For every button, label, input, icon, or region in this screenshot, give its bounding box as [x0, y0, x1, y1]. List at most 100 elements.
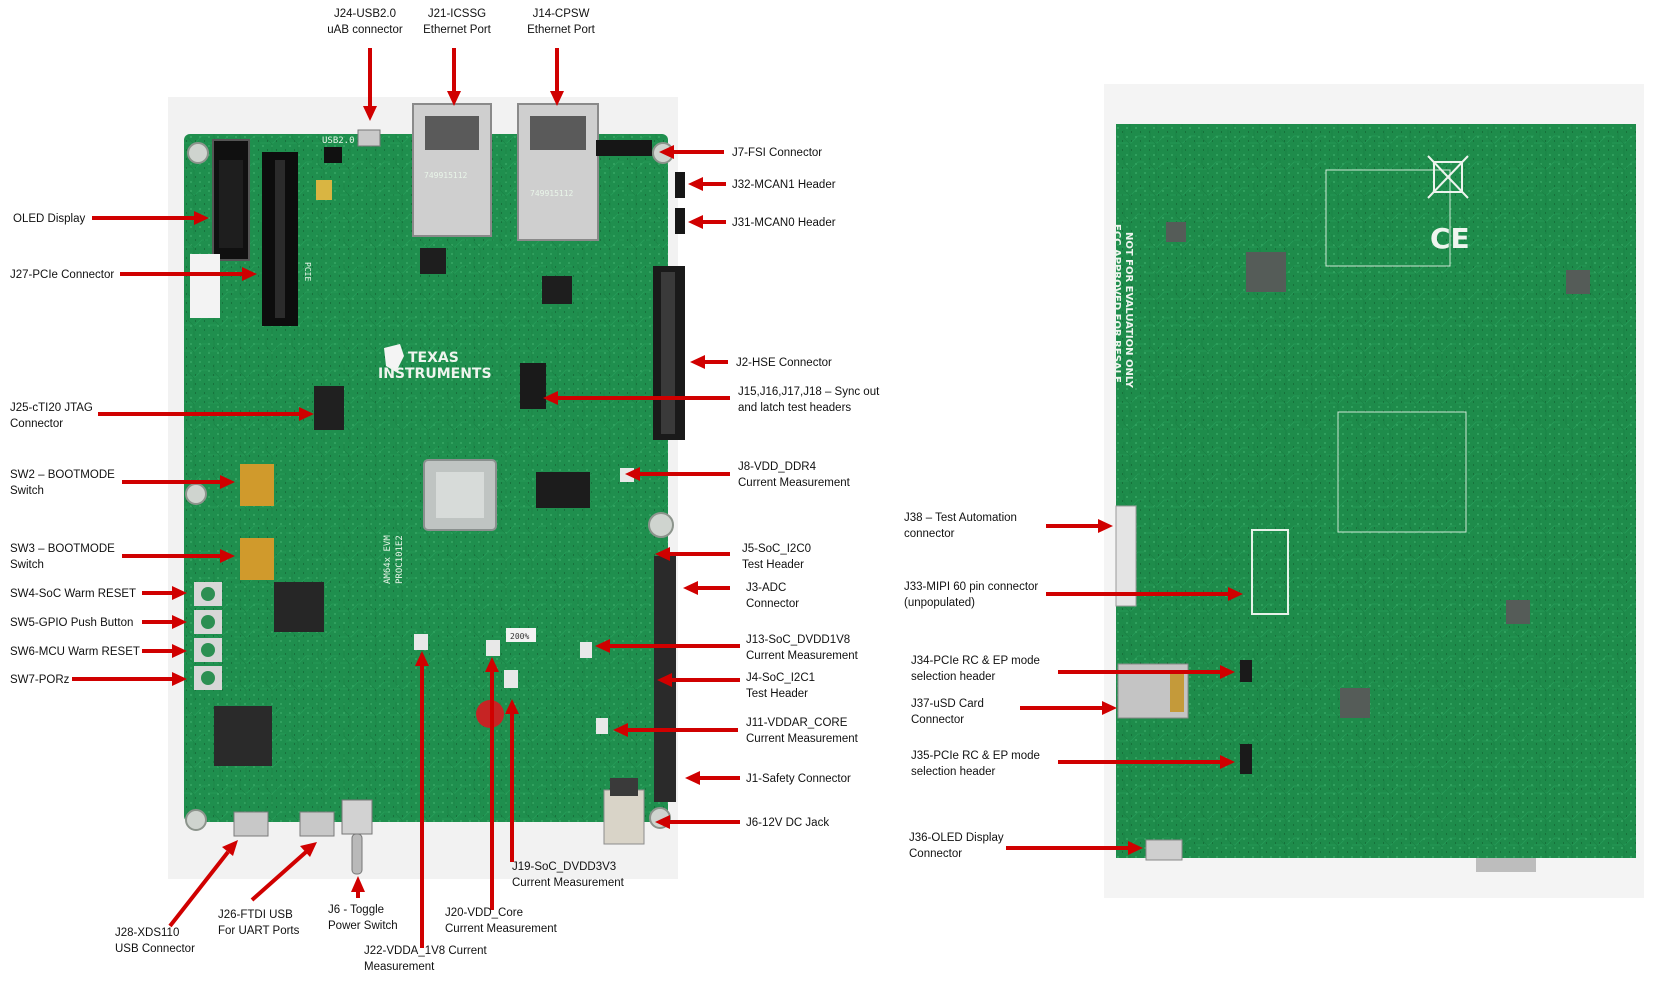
ti-state-icon [384, 344, 404, 372]
hse-connector-slot [661, 272, 675, 434]
arrow-j7-head [659, 145, 674, 159]
ddr-chip [536, 472, 590, 508]
arrow-j32-head [688, 177, 703, 191]
model-silk: AM64x EVM [383, 535, 393, 584]
pcie-silk: PCIE [303, 262, 312, 281]
label-j33: J33-MIPI 60 pin connector(unpopulated) [904, 581, 1038, 609]
arrow-sw7-head [172, 672, 187, 686]
j11-header [596, 718, 608, 734]
fsi-connector [596, 140, 652, 156]
arrow-j21-head [447, 91, 461, 106]
sw1-silk: 200% [510, 632, 529, 641]
back-chip [1166, 222, 1186, 242]
label-j27: J27-PCIe Connector [10, 269, 114, 281]
arrow-j13-head [595, 639, 610, 653]
arrow-oled-head [194, 211, 209, 225]
oled-display-connector [1145, 839, 1183, 861]
mipi-connector-footprint [1251, 529, 1289, 615]
pcie-slot [275, 160, 285, 318]
pmic-chip [274, 582, 324, 632]
back-board: CE NOT FOR EVALUATION ONLY FCC APPROVED … [1104, 84, 1644, 898]
mcan0-header [675, 208, 685, 234]
power-toggle-switch [341, 799, 373, 835]
header-2x2 [324, 147, 342, 163]
capacitor-yellow [316, 180, 332, 200]
label-sw5: SW5-GPIO Push Button [10, 617, 133, 629]
arrow-j2-head [690, 355, 705, 369]
arrow-j14-head [550, 91, 564, 106]
test-automation-connector [1115, 505, 1137, 607]
front-board: PCIE USB2.0 749915112 749915112 TEXAS IN… [168, 97, 685, 879]
rj45-icssg-opening [425, 116, 479, 150]
back-pcb-traces [1116, 124, 1636, 858]
phy-chip-a [542, 276, 572, 304]
arrow-j4-head [657, 673, 672, 687]
arrow-sw6-head [172, 644, 187, 658]
rj45-icssg-silk: 749915112 [424, 171, 468, 180]
arrow-j20-head [485, 657, 499, 672]
arrow-j11-head [613, 723, 628, 737]
arrow-j24-head [363, 106, 377, 121]
label-j6dc: J6-12V DC Jack [746, 817, 829, 829]
arrow-j28 [168, 850, 230, 928]
usd-card-pins [1170, 670, 1184, 712]
arrow-sw3-head [220, 549, 235, 563]
sw4-cap [201, 587, 215, 601]
back-chip [1246, 252, 1286, 292]
board-id-sticker [190, 254, 220, 318]
ftdi-usb-port [299, 811, 335, 837]
sw2-bootmode-switch [240, 464, 274, 506]
label-j7: J7-FSI Connector [732, 147, 822, 159]
mount-hole [648, 512, 674, 538]
arrow-j33-head [1228, 587, 1243, 601]
j20-header [486, 640, 500, 656]
label-sw6: SW6-MCU Warm RESET [10, 646, 140, 658]
sw1-label [506, 628, 536, 642]
arrow-j34-head [1220, 665, 1235, 679]
phy-chip-b [420, 248, 446, 274]
usb-uab-connector [357, 129, 381, 147]
xds110-chip [214, 706, 272, 766]
arrow-j31-head [688, 215, 703, 229]
weee-bin-icon [1427, 155, 1469, 199]
arrow-sw2-head [220, 475, 235, 489]
rj45-cpsw-opening [530, 116, 586, 150]
disclaimer-line1: NOT FOR EVALUATION ONLY [1123, 232, 1134, 389]
brand-line1: TEXAS [408, 350, 459, 366]
proc-silk: PROC101E2 [395, 535, 405, 584]
label-sw7: SW7-PORz [10, 674, 70, 686]
arrow-j26 [250, 850, 308, 902]
jtag-connector [314, 386, 344, 430]
back-component-outline [1325, 169, 1451, 267]
usb-silk: USB2.0 [322, 136, 355, 146]
back-chip [1506, 600, 1530, 624]
weee-bin-body [1433, 161, 1463, 193]
arrow-j25-head [299, 407, 314, 421]
label-j1: J1-Safety Connector [746, 773, 851, 785]
arrow-sw5-head [172, 615, 187, 629]
back-chip [1566, 270, 1590, 294]
arrow-sw4-head [172, 586, 187, 600]
pcie-mode-header-j35 [1240, 744, 1252, 774]
arrow-j37-head [1102, 701, 1117, 715]
arrow-j35-head [1220, 755, 1235, 769]
arrow-j19-head [505, 699, 519, 714]
mcan1-header [675, 172, 685, 198]
callout-arrows [72, 48, 1243, 948]
arrow-j36-head [1128, 841, 1143, 855]
sw5-cap [201, 615, 215, 629]
back-dc-jack [1476, 858, 1536, 872]
label-j2: J2-HSE Connector [736, 357, 832, 369]
arrow-j6sw-head [351, 876, 365, 892]
